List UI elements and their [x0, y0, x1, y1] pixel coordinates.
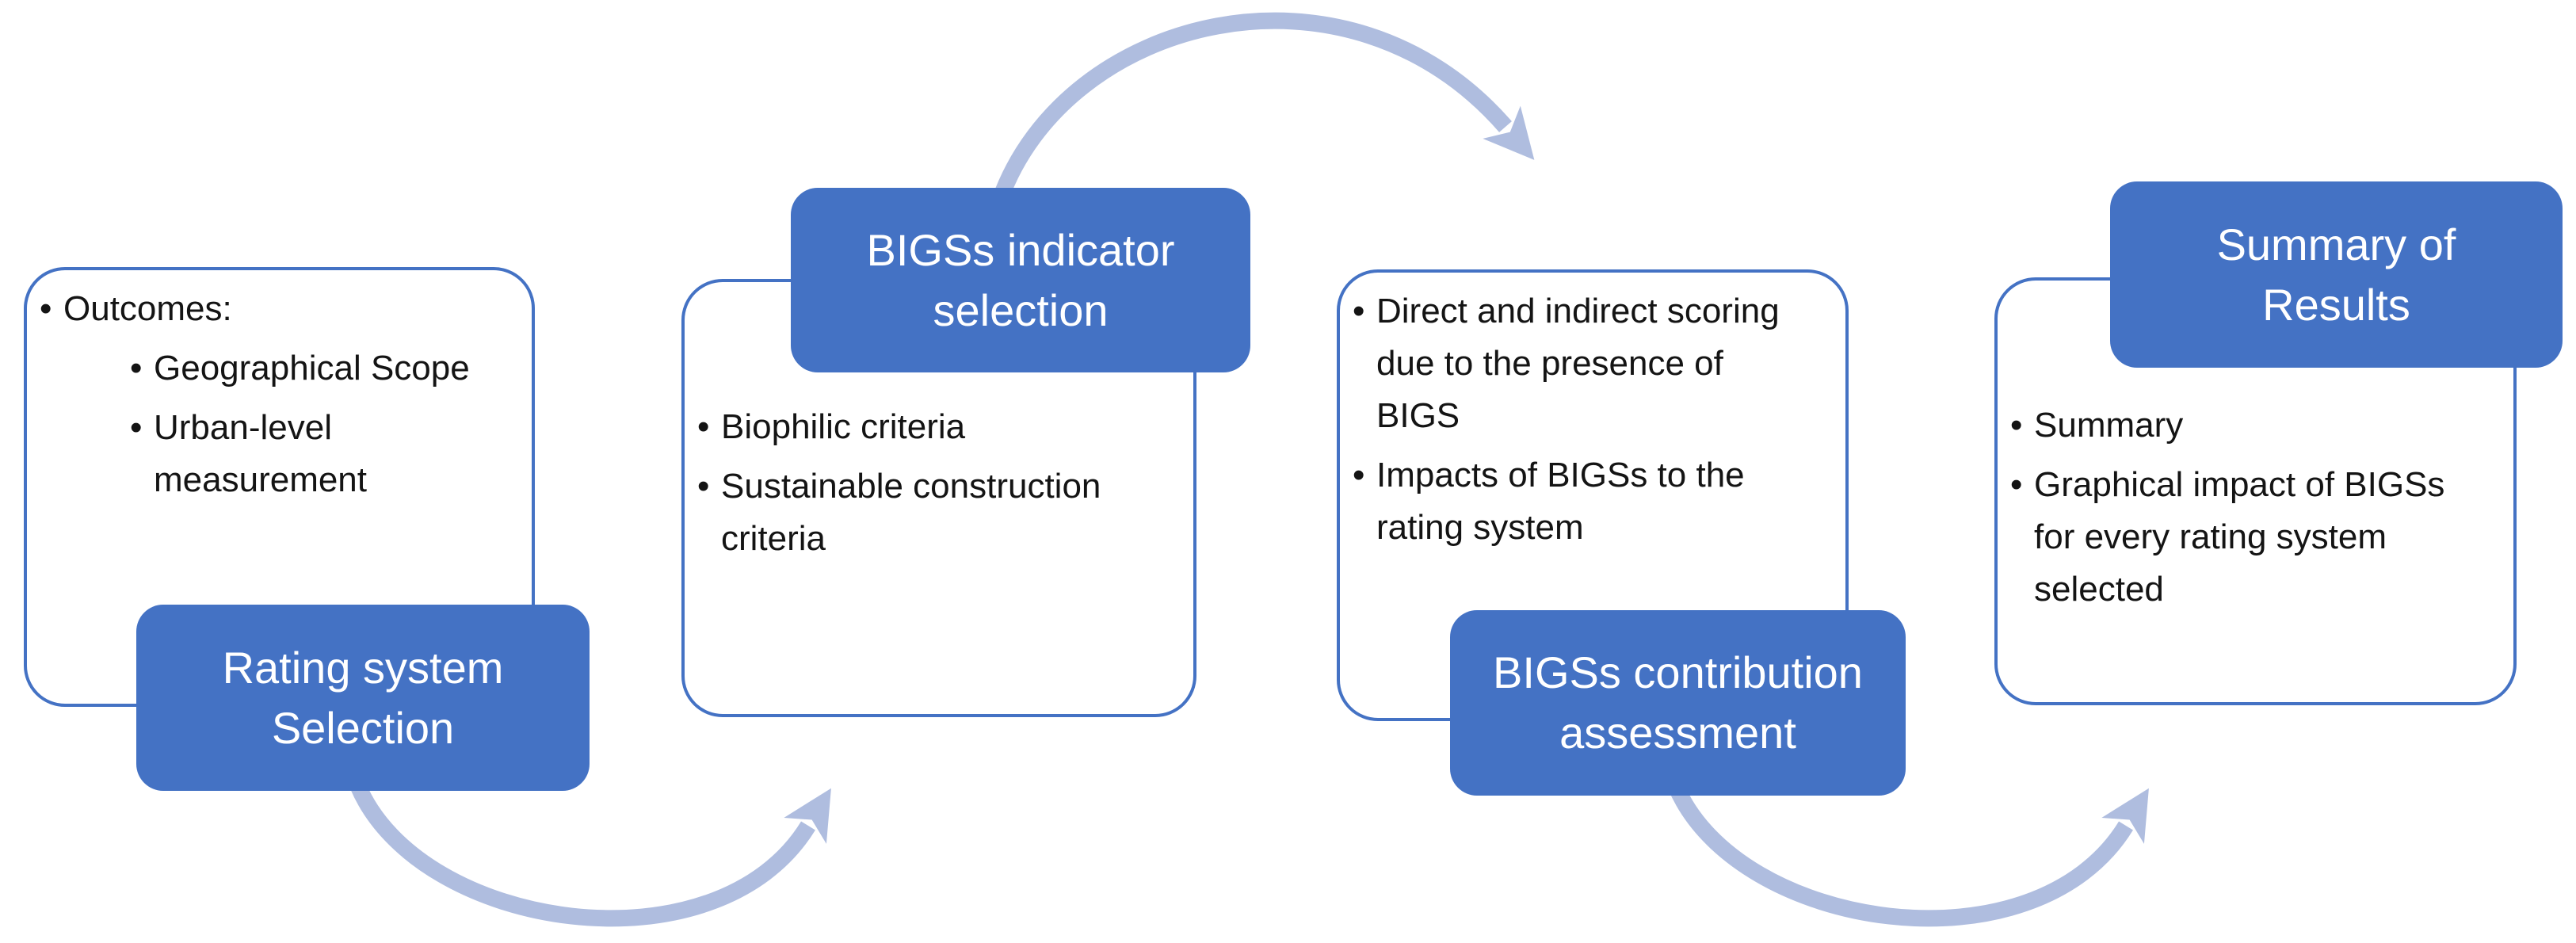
stage-title-line: BIGSs indicator: [866, 224, 1175, 275]
stage-3-bullet-list: Direct and indirect scoring due to the p…: [1340, 273, 1845, 554]
stage-title-line: Summary of: [2216, 219, 2456, 269]
stage-4-panel: Summary Graphical impact of BIGSs for ev…: [1994, 277, 2517, 705]
bullet-item: Urban-level measurement: [27, 402, 524, 506]
bullet-item: Outcomes:: [27, 283, 524, 335]
stage-title-bigss-indicator-selection: BIGSs indicator selection: [791, 188, 1250, 372]
stage-3-panel: Direct and indirect scoring due to the p…: [1337, 269, 1849, 721]
stage-title-rating-system-selection: Rating system Selection: [136, 605, 590, 791]
stage-title-bigss-contribution-assessment: BIGSs contribution assessment: [1450, 610, 1906, 796]
stage-4-bullet-list: Summary Graphical impact of BIGSs for ev…: [1998, 281, 2513, 616]
stage-2-bullet-list: Biophilic criteria Sustainable construct…: [685, 282, 1193, 565]
bullet-item: Geographical Scope: [27, 342, 524, 395]
bullet-item: Impacts of BIGSs to the rating system: [1340, 449, 1838, 554]
bullet-item: Sustainable construction criteria: [685, 460, 1185, 565]
stage-title-line: BIGSs contribution: [1493, 647, 1863, 697]
bullet-item: Graphical impact of BIGSs for every rati…: [1998, 459, 2505, 616]
curved-arrow-stage3-to-stage4: [1668, 782, 2150, 927]
curved-arrow-stage2-to-stage3: [992, 12, 1535, 203]
curved-arrow-stage1-to-stage2: [350, 782, 832, 927]
bullet-item: Direct and indirect scoring due to the p…: [1340, 285, 1838, 442]
stage-title-summary-of-results: Summary of Results: [2110, 181, 2563, 368]
bullet-item: Biophilic criteria: [685, 401, 1185, 453]
bullet-item: Summary: [1998, 399, 2505, 452]
stage-title-line: Results: [2262, 279, 2410, 330]
stage-title-line: Rating system: [222, 642, 504, 693]
stage-title-line: Selection: [271, 702, 455, 753]
stage-1-bullet-list: Outcomes: Geographical Scope Urban-level…: [27, 270, 532, 506]
stage-title-line: assessment: [1559, 708, 1796, 758]
stage-title-line: selection: [933, 284, 1109, 335]
